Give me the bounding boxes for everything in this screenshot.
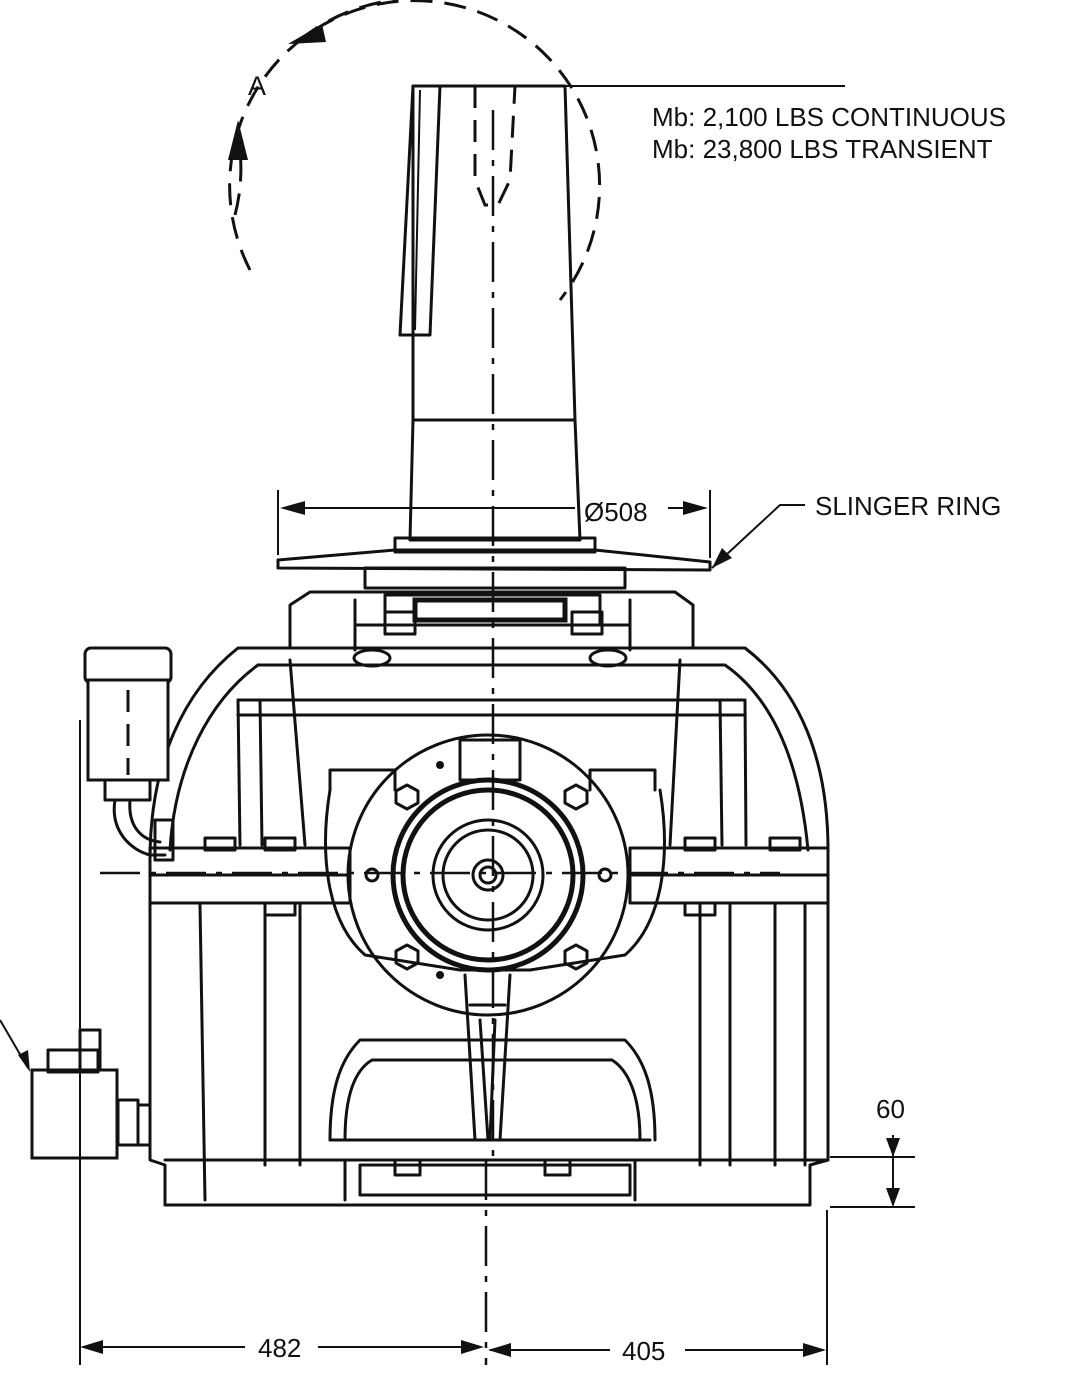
- moment-continuous-note: Mb: 2,100 LBS CONTINUOUS: [652, 102, 1006, 132]
- drain-pipe: [463, 973, 512, 1142]
- rotation-indicator: [228, 0, 602, 301]
- slinger-diameter-dimension: Ø508: [584, 497, 648, 527]
- right-offset-dimension: 405: [622, 1336, 665, 1366]
- hex-bolt-icon: [394, 943, 420, 971]
- valve-block: [0, 1019, 152, 1160]
- view-label: A: [248, 71, 266, 101]
- top-cover: [288, 590, 695, 668]
- hex-bolt-icon: [563, 943, 589, 971]
- slinger-ring: [276, 536, 712, 590]
- arrow-left-icon: [288, 24, 326, 44]
- inspection-cover: [328, 1038, 657, 1142]
- base-height-dimension: 60: [876, 1094, 905, 1124]
- left-offset-dimension: 482: [258, 1333, 301, 1363]
- hex-bolt-icon: [563, 783, 589, 811]
- gearbox-housing: [100, 646, 830, 1207]
- hex-bolt-icon: [394, 783, 420, 811]
- moment-transient-note: Mb: 23,800 LBS TRANSIENT: [652, 134, 993, 164]
- bearing-cover: [324, 733, 666, 1017]
- oil-pump-motor: [83, 646, 175, 862]
- output-shaft: [398, 84, 582, 542]
- slinger-ring-label: SLINGER RING: [815, 491, 1001, 521]
- arrow-up-icon: [228, 120, 248, 160]
